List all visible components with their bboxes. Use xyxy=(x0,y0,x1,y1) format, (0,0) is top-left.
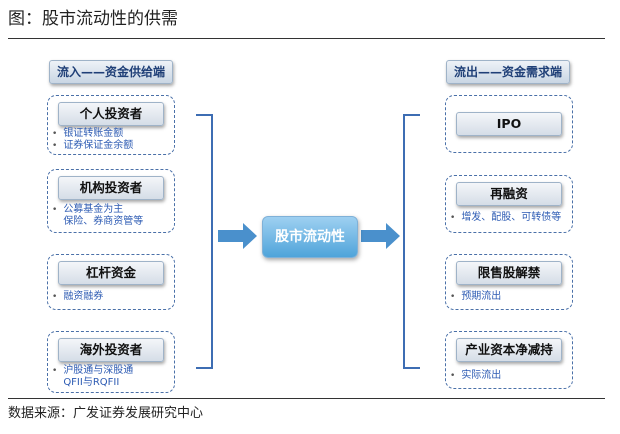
overseas-investor-card: 海外投资者 xyxy=(58,338,164,362)
outflow-group-refinancing: 再融资 •增发、配股、可转债等 xyxy=(445,175,573,233)
figure-title: 图：股市流动性的供需 xyxy=(8,9,178,29)
inflow-header: 流入——资金供给端 xyxy=(49,60,173,84)
inflow-group-institutional: 机构投资者 •公募基金为主 •保险、券商资管等 xyxy=(47,169,175,233)
outflow-group-ipo: IPO xyxy=(445,95,573,153)
top-rule xyxy=(8,38,605,39)
leverage-capital-card: 杠杆资金 xyxy=(58,261,164,285)
refinancing-bullets: •增发、配股、可转债等 xyxy=(450,212,562,223)
overseas-bullets: •沪股通与深股通 •QFII与RQFII xyxy=(52,365,134,388)
institutional-investor-card: 机构投资者 xyxy=(58,176,164,200)
left-bracket xyxy=(196,114,213,369)
inflow-group-individual: 个人投资者 •银证转账金额 •证券保证金余额 xyxy=(47,95,175,155)
right-bracket xyxy=(403,114,420,369)
outflow-group-lockup: 限售股解禁 •预期流出 xyxy=(445,254,573,310)
individual-investor-card: 个人投资者 xyxy=(58,102,164,126)
institutional-bullets: •公募基金为主 •保险、券商资管等 xyxy=(52,204,144,227)
industrial-capital-reduction-card: 产业资本净减持 xyxy=(456,338,562,362)
ipo-card: IPO xyxy=(456,112,562,136)
leverage-bullets: •融资融券 xyxy=(52,291,104,302)
outflow-header: 流出——资金需求端 xyxy=(446,60,570,84)
individual-bullets: •银证转账金额 •证券保证金余额 xyxy=(52,128,134,151)
outflow-arrow-icon xyxy=(361,223,400,249)
lockup-bullets: •预期流出 xyxy=(450,291,502,302)
data-source: 数据来源：广发证券发展研究中心 xyxy=(8,406,204,421)
refinancing-card: 再融资 xyxy=(456,182,562,206)
inflow-group-leverage: 杠杆资金 •融资融券 xyxy=(47,254,175,310)
inflow-arrow-icon xyxy=(218,223,257,249)
inflow-group-overseas: 海外投资者 •沪股通与深股通 •QFII与RQFII xyxy=(47,331,175,393)
stock-market-liquidity-box: 股市流动性 xyxy=(262,216,358,258)
outflow-group-reduction: 产业资本净减持 •实际流出 xyxy=(445,331,573,389)
reduction-bullets: •实际流出 xyxy=(450,370,502,381)
bottom-rule xyxy=(8,398,605,399)
lockup-expiry-card: 限售股解禁 xyxy=(456,261,562,285)
